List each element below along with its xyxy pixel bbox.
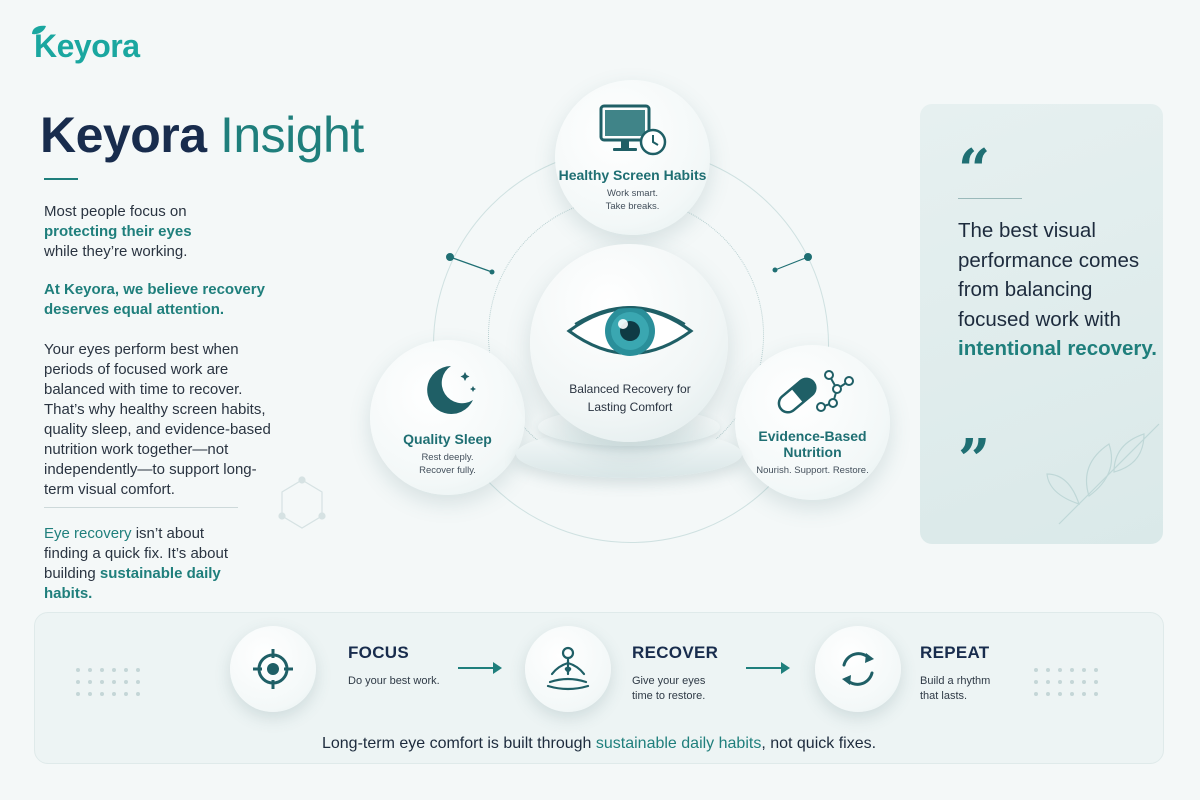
- node-left-title: Quality Sleep: [403, 431, 492, 447]
- quote-card: [920, 104, 1163, 544]
- intro-line-1: Most people focus on: [44, 203, 187, 220]
- node-top-title: Healthy Screen Habits: [558, 167, 707, 183]
- step-recover-sub: Give your eyes time to restore.: [632, 675, 706, 702]
- quote-text: The best visual performance comes from b…: [958, 216, 1158, 364]
- left-divider: [44, 507, 238, 508]
- node-left-sub2: Recover fully.: [419, 465, 476, 476]
- step-recover-title: RECOVER: [632, 643, 719, 662]
- quote-close-mark: ”: [958, 427, 991, 493]
- arrow-icon: [746, 662, 790, 674]
- healthy-screen-habits-node: Healthy Screen Habits Work smart. Take b…: [555, 80, 710, 235]
- meditation-icon: [546, 646, 590, 691]
- moon-stars-icon: [426, 366, 476, 414]
- connector-lines: [446, 253, 812, 275]
- p4-body: isn’t about finding a quick fix. It’s ab…: [44, 525, 228, 582]
- nutrition-node: Evidence-Based Nutrition Nourish. Suppor…: [735, 345, 890, 500]
- step-focus-circle: [230, 626, 316, 712]
- quote-open-mark: “: [958, 137, 991, 203]
- brand-logo: Keyora: [34, 28, 140, 64]
- tagline-part-1: Long-term eye comfort is built through: [321, 735, 596, 752]
- intro-paragraph-2: At Keyora, we believe recovery deserves …: [44, 281, 265, 318]
- capsule-molecule-icon: [777, 370, 854, 414]
- step-focus-sub: Do your best work.: [348, 675, 440, 687]
- step-repeat-circle: [815, 626, 901, 712]
- quote-emphasis: intentional recovery.: [958, 337, 1157, 360]
- leaf-decoration-icon: [1046, 423, 1160, 525]
- title-underline: [44, 178, 78, 180]
- node-top-sub: Work smart. Take breaks.: [555, 187, 710, 213]
- node-left-sub: Rest deeply. Recover fully.: [370, 451, 525, 477]
- dots-decoration-left: [76, 668, 140, 696]
- node-left-sub1: Rest deeply.: [421, 452, 474, 463]
- p4-highlight-2: sustainable daily habits.: [44, 565, 221, 602]
- eye-icon: [566, 306, 694, 356]
- title-part-1: Keyora: [40, 107, 207, 163]
- p4-highlight-1: Eye recovery: [44, 525, 132, 542]
- intro-paragraph-3: Your eyes perform best when periods of f…: [44, 341, 271, 498]
- page-title: Keyora Insight: [40, 106, 364, 164]
- intro-line-3: while they’re working.: [44, 243, 188, 260]
- molecule-decoration-icon: [278, 476, 326, 529]
- center-label: Balanced Recovery for Lasting Comfort: [569, 382, 691, 414]
- quote-rule: [958, 198, 1022, 199]
- leaf-icon: [32, 25, 46, 35]
- quote-line: The best visual performance comes from b…: [958, 219, 1140, 331]
- step-repeat-sub: Build a rhythm that lasts.: [920, 675, 991, 702]
- step-recover-circle: [525, 626, 611, 712]
- intro-paragraph-4: Eye recovery isn’t about finding a quick…: [44, 524, 234, 604]
- step-focus-title: FOCUS: [348, 643, 409, 662]
- tagline-highlight: sustainable daily habits: [595, 735, 762, 752]
- intro-line-2: protecting their eyes: [44, 223, 192, 240]
- arrow-icon: [458, 662, 502, 674]
- cycle-arrows-icon: [842, 652, 874, 686]
- node-top-sub2: Take breaks.: [605, 201, 660, 212]
- quality-sleep-node: Quality Sleep Rest deeply. Recover fully…: [370, 340, 525, 495]
- monitor-clock-icon: [599, 104, 666, 156]
- intro-paragraph-1: Most people focus on protecting their ey…: [44, 202, 294, 262]
- banner-tagline: Long-term eye comfort is built through s…: [34, 735, 1164, 753]
- node-top-sub1: Work smart.: [606, 188, 659, 199]
- step-repeat-title: REPEAT: [920, 643, 990, 662]
- node-right-sub: Nourish. Support. Restore.: [756, 465, 869, 476]
- node-right-title: Evidence-Based Nutrition: [758, 428, 867, 460]
- dots-decoration-right: [1034, 668, 1098, 696]
- target-icon: [253, 649, 293, 689]
- tagline-part-2: , not quick fixes.: [761, 735, 877, 752]
- title-part-2: Insight: [219, 107, 364, 163]
